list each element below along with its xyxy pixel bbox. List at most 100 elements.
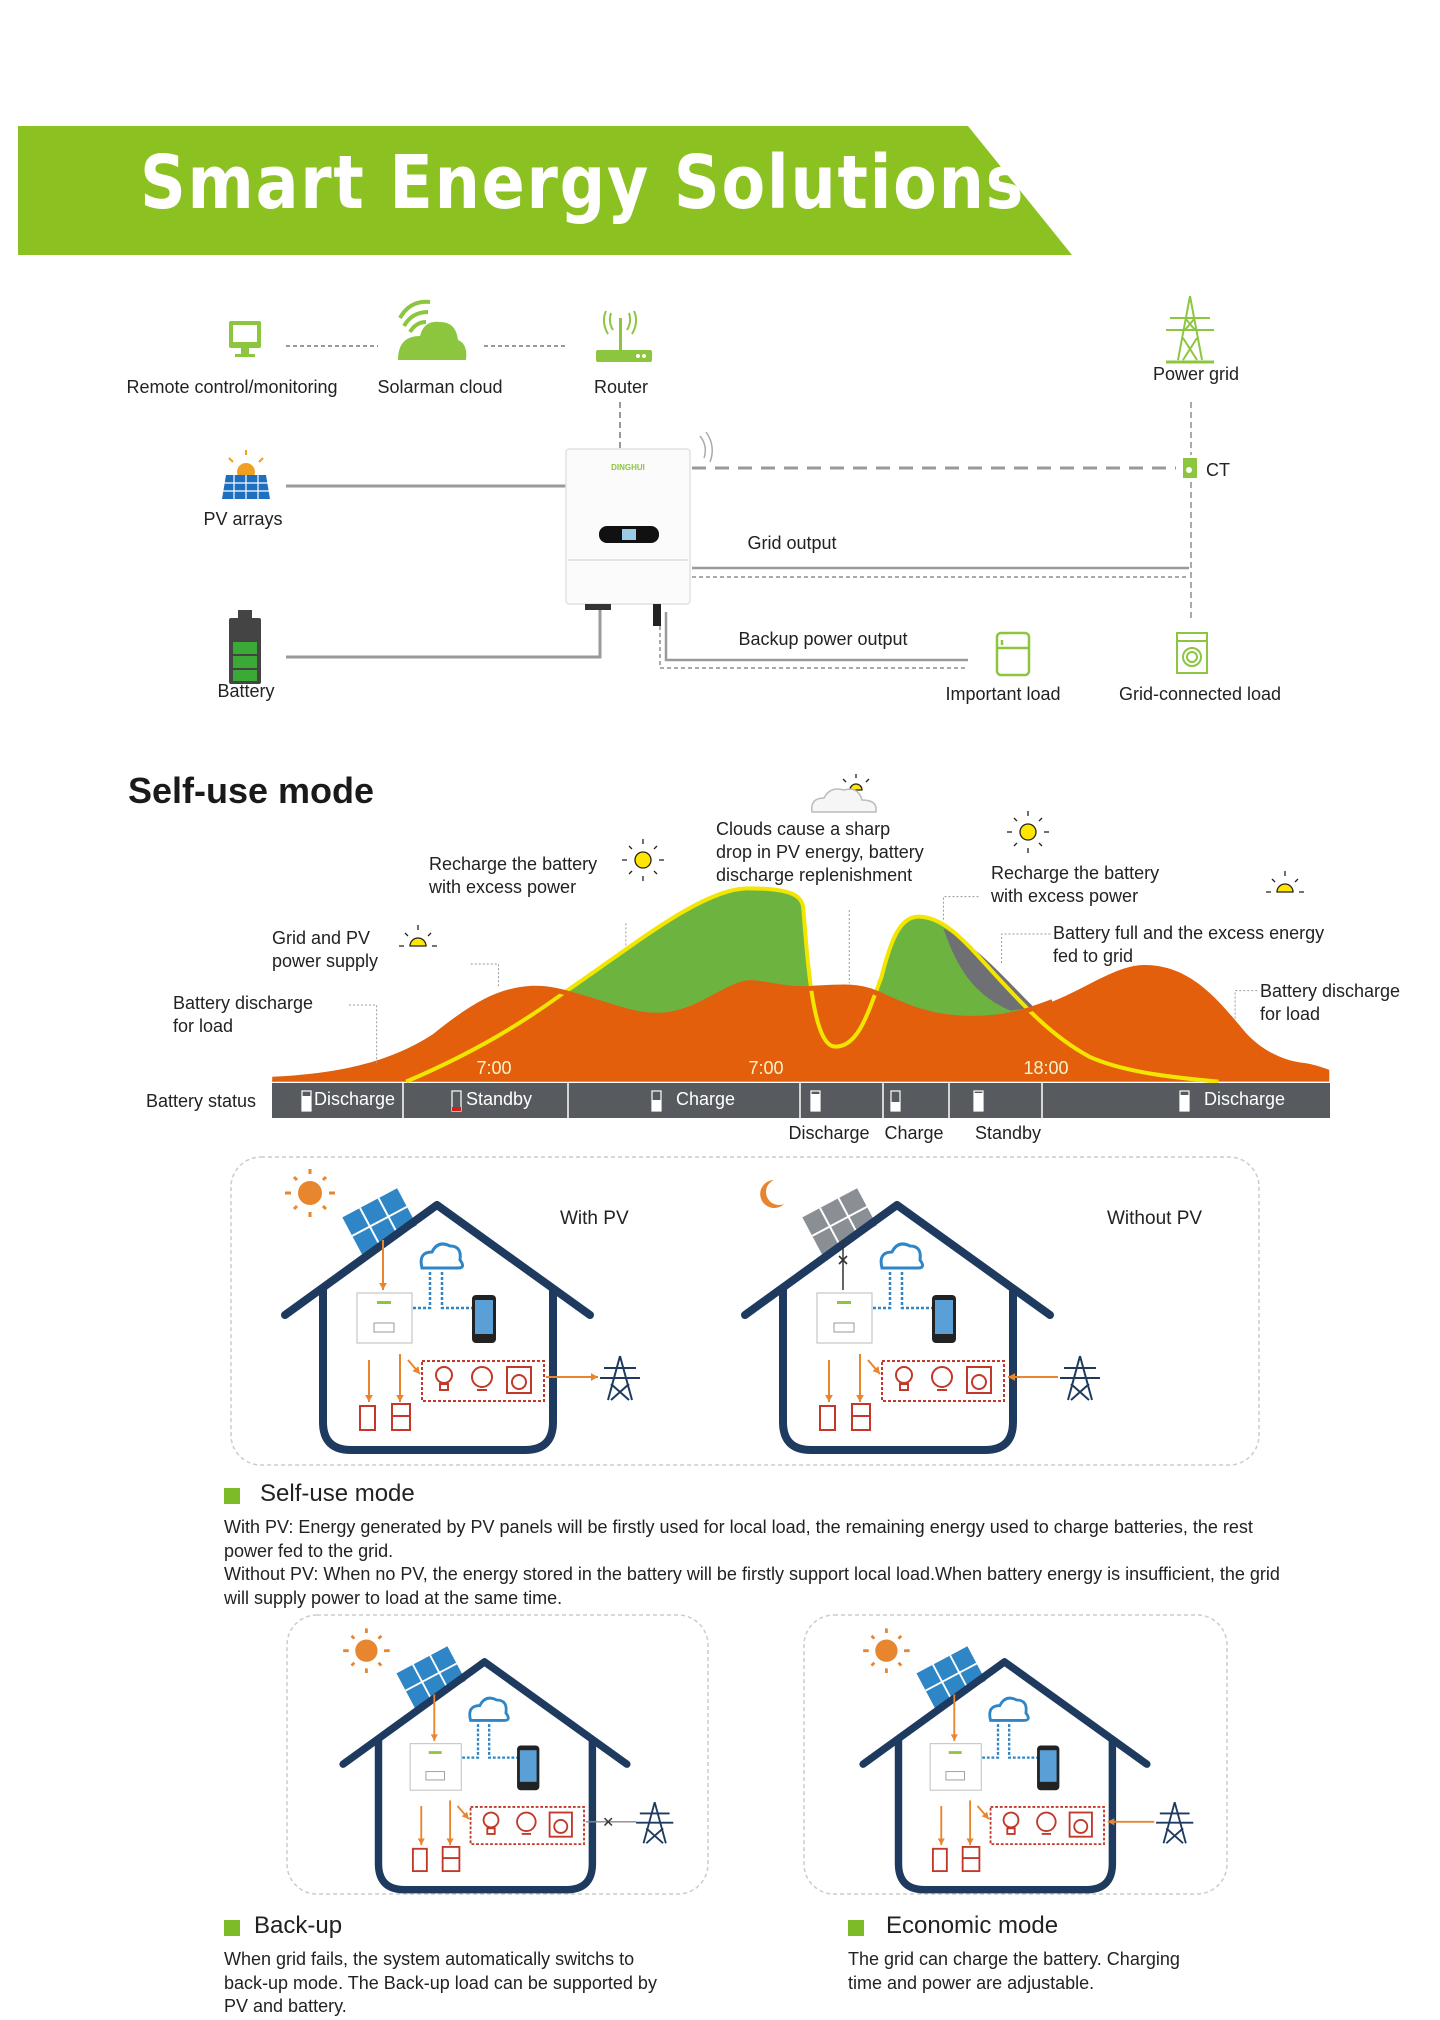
- self-use-title: Self-use mode: [128, 770, 375, 811]
- solar-panel-icon: [916, 1646, 986, 1708]
- load-box: [989, 1806, 1105, 1846]
- phone-icon: [517, 1745, 540, 1791]
- economic-heading: Economic mode: [886, 1912, 1059, 1939]
- backup-heading: Back-up: [254, 1912, 343, 1939]
- backup-output-label: Backup power output: [738, 629, 908, 649]
- inverter-icon: [409, 1743, 462, 1791]
- important-load-label: Important load: [945, 684, 1061, 704]
- bullet-square: [224, 1920, 240, 1936]
- grid-tower-icon: [1060, 1355, 1100, 1401]
- cloud-icon: [398, 299, 467, 360]
- pv-array-icon: [222, 450, 270, 499]
- economic-description: The grid can charge the battery. Chargin…: [848, 1949, 1180, 1993]
- sun-icon: [343, 1628, 390, 1674]
- power-grid-label: Power grid: [1152, 364, 1240, 384]
- phone-icon: [932, 1295, 956, 1343]
- power-grid-tower-icon: [1166, 295, 1214, 364]
- house-roof: [339, 1658, 631, 1768]
- sun-icon: [863, 1628, 910, 1674]
- grid-tower-icon: [600, 1355, 640, 1401]
- grid-tower-icon: [636, 1802, 674, 1844]
- house-roof: [859, 1658, 1151, 1768]
- battery-fridge-icons: [411, 1845, 461, 1873]
- solar-panel-icon: [342, 1188, 417, 1255]
- load-icons: [1002, 1811, 1093, 1838]
- cloud-icon: [468, 1696, 510, 1722]
- load-box: [469, 1806, 585, 1846]
- battery-fridge-icons: [819, 1403, 871, 1431]
- phone-icon: [1037, 1745, 1060, 1791]
- status-standby: Standby: [466, 1089, 533, 1109]
- battery-fridge-icons: [359, 1403, 411, 1431]
- without-pv-label: Without PV: [1107, 1208, 1203, 1229]
- house-diagram: [339, 1628, 674, 1894]
- house-walls: [319, 1288, 557, 1454]
- grid-tower-icon: [1156, 1802, 1194, 1844]
- cloud-icon-chart: [811, 788, 877, 813]
- with-pv-label: With PV: [560, 1208, 629, 1229]
- sun-icons: [399, 774, 1304, 947]
- status-below-charge: Charge: [884, 1123, 944, 1143]
- grid-connected-load-label: Grid-connected load: [1118, 684, 1282, 704]
- solarman-cloud-label: Solarman cloud: [377, 377, 503, 397]
- router-label: Router: [593, 377, 649, 397]
- load-icons: [435, 1366, 532, 1394]
- backup-description: When grid fails, the system automaticall…: [224, 1949, 657, 2016]
- fridge-icon: [995, 631, 1031, 677]
- sun-icon: [285, 1169, 335, 1217]
- bullet-square: [848, 1920, 864, 1936]
- bullet-square: [224, 1488, 240, 1504]
- router-icon: [596, 310, 652, 362]
- house-walls: [894, 1739, 1117, 1894]
- house-walls: [374, 1739, 597, 1894]
- pv-arrays-label: PV arrays: [203, 509, 283, 529]
- battery-status-label: Battery status: [146, 1091, 257, 1111]
- load-box: [881, 1360, 1005, 1402]
- battery-icon: [229, 610, 261, 684]
- cloud-icon: [988, 1696, 1030, 1722]
- backup-panel: [286, 1614, 709, 1895]
- inverter-logo: DINGHUI: [611, 463, 645, 472]
- inverter-icon: [929, 1743, 982, 1791]
- self-use-curve-chart: [272, 888, 1330, 1081]
- self-use-description: With PV: Energy generated by PV panels w…: [224, 1517, 1280, 1608]
- moon-icon: [760, 1180, 784, 1208]
- remote-control-label: Remote control/monitoring: [126, 377, 338, 397]
- monitor-icon: [229, 321, 261, 357]
- ct-label: CT: [1206, 460, 1230, 480]
- time-label: 18:00: [1023, 1058, 1069, 1078]
- time-label: 7:00: [476, 1058, 512, 1078]
- leader-lines: [349, 897, 1257, 1064]
- topology-lines: [286, 345, 1192, 669]
- status-discharge: Discharge: [1204, 1089, 1286, 1109]
- house-roof: [281, 1201, 594, 1319]
- time-label: 7:00: [748, 1058, 784, 1078]
- solar-panel-icon: [802, 1188, 877, 1255]
- load-curve-line: [272, 983, 1052, 1080]
- load-icons: [482, 1811, 573, 1838]
- house-diagram: [281, 1169, 640, 1454]
- phone-icon: [472, 1295, 496, 1343]
- house-diagram: [859, 1628, 1194, 1894]
- inverter-icon: [356, 1292, 413, 1344]
- cloud-icon: [419, 1242, 465, 1270]
- cloud-icon: [879, 1242, 925, 1270]
- pv-curve-line: [406, 888, 1218, 1081]
- status-discharge: Discharge: [314, 1089, 396, 1109]
- banner-title: Smart Energy Solutions: [140, 140, 1026, 226]
- load-box: [421, 1360, 545, 1402]
- grid-output-label: Grid output: [747, 533, 837, 553]
- washing-machine-icon: [1176, 632, 1208, 674]
- economic-panel: [803, 1614, 1228, 1895]
- house-walls: [779, 1288, 1017, 1454]
- battery-label: Battery: [217, 681, 275, 701]
- house-diagram: [741, 1180, 1100, 1454]
- status-charge: Charge: [676, 1089, 736, 1109]
